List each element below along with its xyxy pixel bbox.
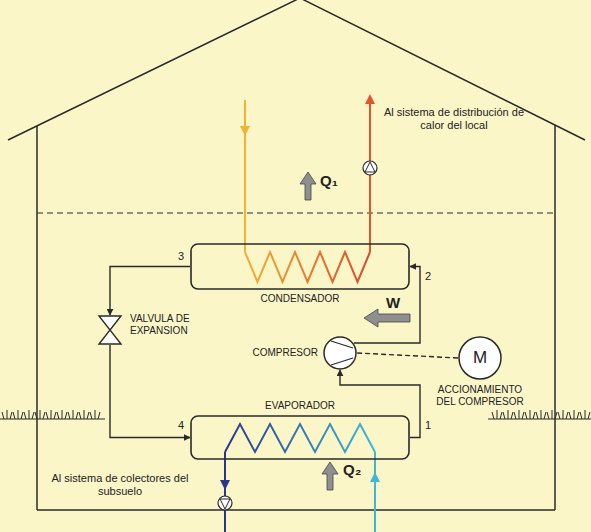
point-number: 1: [425, 419, 431, 432]
refrigerant-line: [354, 267, 420, 344]
ground-line: [13, 410, 23, 419]
ground-line: [488, 419, 591, 420]
refrigerant-line: [340, 370, 420, 438]
house-outline: [554, 125, 556, 510]
expansion-valve: VALVULA DE EXPANSION: [98, 315, 122, 345]
flow-note: Al sistema de distribución de calor del …: [384, 106, 524, 132]
evaporator-box-outline: [190, 415, 410, 460]
cold-pipes: [374, 452, 376, 532]
cold-pipes: [220, 480, 230, 490]
ground-line: [525, 410, 535, 419]
ground-line: [0, 419, 105, 420]
ground-line: [2, 410, 12, 419]
motor-label: M: [473, 348, 487, 368]
ground-line: [90, 410, 100, 419]
ground-line: [547, 410, 557, 419]
pump-symbol: [363, 161, 377, 175]
heat-symbol: Q₁: [320, 172, 338, 190]
dashed-boundary: [37, 212, 555, 213]
evaporator-coil: [225, 424, 375, 452]
work-arrow: [364, 309, 410, 327]
flow-note: Al sistema de colectores del subsuelo: [45, 472, 195, 498]
motor-label: ACCIONAMIENTO DEL COMPRESOR: [430, 384, 530, 408]
expansion-valve-outline: [98, 315, 122, 345]
heat-arrow: [300, 172, 316, 200]
compressor-symbol: COMPRESOR: [323, 336, 357, 370]
evaporator-box: EVAPORADOR: [190, 415, 410, 460]
refrigerant-line: [110, 267, 190, 316]
condenser-box: CONDENSADOR: [190, 243, 410, 290]
cold-pipes: [220, 452, 380, 532]
ground-line: [79, 410, 89, 419]
hot-pipes: [244, 100, 246, 252]
ground-line: [503, 410, 513, 419]
house-outline: [37, 509, 555, 511]
house-outline: [36, 126, 38, 510]
ground-line: [492, 410, 502, 419]
refrigerant-line: [110, 345, 190, 438]
component-label: VALVULA DE EXPANSION: [130, 313, 210, 337]
hot-pipes: [240, 94, 375, 252]
ground-line: [57, 410, 67, 419]
heat-symbol: Q₂: [343, 461, 361, 479]
ground-line: [569, 410, 579, 419]
condenser-coil: [245, 252, 370, 282]
ground-line: [514, 410, 524, 419]
cold-pipes: [224, 452, 226, 532]
ground-line: [536, 410, 546, 419]
motor-symbol: MACCIONAMIENTO DEL COMPRESOR: [458, 336, 502, 380]
ground-line: [0, 410, 591, 419]
pump-symbol: [220, 499, 230, 509]
cold-pipes: [370, 472, 380, 482]
component-label: CONDENSADOR: [261, 293, 340, 305]
hot-pipes: [240, 126, 250, 136]
ground-line: [46, 410, 56, 419]
point-number: 2: [425, 270, 431, 283]
compressor-symbol-outline: [323, 336, 357, 370]
ground-line: [24, 410, 34, 419]
condenser-box-outline: [190, 243, 410, 290]
ground-line: [580, 410, 590, 419]
pump-symbol: [365, 162, 375, 172]
point-number: 3: [178, 250, 184, 263]
pump-symbol: [218, 496, 232, 510]
work-symbol: W: [386, 294, 400, 312]
component-label: COMPRESOR: [252, 347, 318, 359]
ground-line: [68, 410, 78, 419]
component-label: EVAPORADOR: [265, 400, 335, 412]
pump-symbol: [363, 161, 377, 175]
heat-arrow: [300, 172, 338, 490]
point-number: 4: [178, 419, 184, 432]
hot-pipes: [365, 94, 375, 104]
house-outline: [8, 0, 585, 510]
heat-arrow: [322, 462, 338, 490]
ground-line: [35, 410, 45, 419]
house-outline: [8, 0, 585, 140]
pump-symbol: [218, 496, 232, 510]
drive-shaft: [357, 353, 458, 358]
ground-line: [558, 410, 568, 419]
